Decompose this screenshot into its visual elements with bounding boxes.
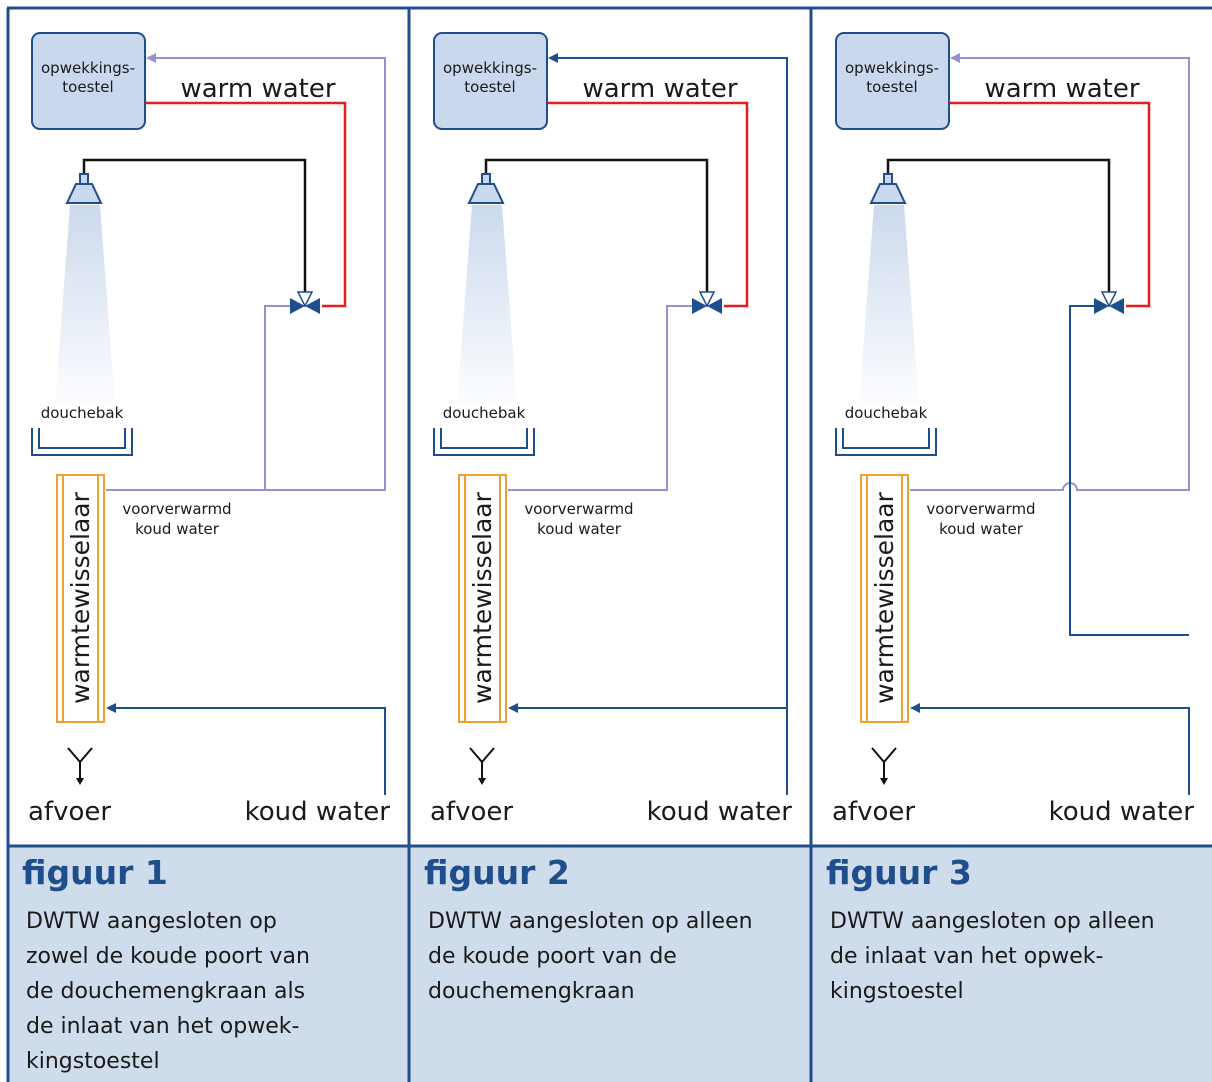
mixing-valve-icon [290,291,320,314]
shower-head-icon [65,173,103,204]
shower-tray [835,428,937,456]
caption-line-2: de inlaat van het opwek- [830,944,1103,969]
shower-tray [433,428,535,456]
caption-line-4: de inlaat van het opwek- [26,1014,299,1039]
cold-water-pipe-generator [552,57,788,795]
heat-exchanger: warmtewisselaar [458,474,507,723]
arrow-icon [548,53,558,63]
drain-label: afvoer [430,797,513,827]
generator-box [31,32,146,130]
arrow-icon [106,703,116,713]
panel-3: opwekkings- toestel warm water douchebak… [826,32,1195,1004]
cold-water-label: koud water [647,797,793,827]
caption-line-3: kingstoestel [830,979,964,1004]
drain-icon [469,747,495,785]
mixed-water-pipe [886,158,1111,298]
arrow-icon [910,703,920,713]
generator-label-1: opwekkings- [41,59,135,77]
cold-water-valve-pipe [1069,305,1189,636]
generator-label-1: opwekkings- [845,59,939,77]
cold-water-pipe [110,707,386,795]
preheated-label-1: voorverwarmd [122,500,231,518]
cold-water-label: koud water [245,797,391,827]
generator-box [835,32,950,130]
preheated-label-2: koud water [135,520,220,538]
shower-tray-label: douchebak [41,404,124,422]
panel-1: opwekkings- toestel warm water douchebak… [22,32,391,1074]
mixed-water-pipe [484,158,709,298]
heat-exchanger-label: warmtewisselaar [66,491,95,704]
panel-2: opwekkings- toestel warm water douchebak… [424,32,793,1004]
figure-title: figuur 1 [22,853,168,892]
shower-tray [31,428,133,456]
figure-title: figuur 3 [826,853,972,892]
mixed-water-pipe [82,158,307,298]
warm-water-label: warm water [180,74,335,104]
caption-line-2: de koude poort van de [428,944,677,969]
caption-line-3: de douchemengkraan als [26,979,305,1004]
caption-line-1: DWTW aangesloten op alleen [428,909,753,934]
heat-exchanger: warmtewisselaar [56,474,105,723]
warm-water-pipe [548,101,749,308]
warm-water-label: warm water [582,74,737,104]
preheated-label-1: voorverwarmd [926,500,1035,518]
heat-exchanger: warmtewisselaar [860,474,909,723]
caption-line-5: kingstoestel [26,1049,160,1074]
preheated-branch-pipe [264,305,290,490]
drain-label: afvoer [832,797,915,827]
mixing-valve-icon [692,291,722,314]
preheated-water-pipe [106,57,386,491]
preheated-label-2: koud water [537,520,622,538]
caption-line-3: douchemengkraan [428,979,635,1004]
generator-label-2: toestel [866,78,917,96]
generator-label-2: toestel [62,78,113,96]
shower-head-icon [869,173,907,204]
caption-line-2: zowel de koude poort van [26,944,310,969]
shower-tray-label: douchebak [443,404,526,422]
drain-label: afvoer [28,797,111,827]
preheated-water-pipe [508,305,692,491]
caption-band [7,846,1212,1082]
preheated-label-2: koud water [939,520,1024,538]
arrow-icon [508,703,518,713]
shower-head-icon [467,173,505,204]
panel-frame [6,6,1212,1082]
generator-box [433,32,548,130]
arrow-icon [146,53,156,63]
shower-tray-label: douchebak [845,404,928,422]
figure-title: figuur 2 [424,853,570,892]
drain-icon [871,747,897,785]
shower-spray [457,205,517,405]
drain-icon [67,747,93,785]
mixing-valve-icon [1094,291,1124,314]
cold-water-label: koud water [1049,797,1195,827]
generator-label-2: toestel [464,78,515,96]
generator-label-1: opwekkings- [443,59,537,77]
warm-water-pipe [146,101,347,308]
preheated-label-1: voorverwarmd [524,500,633,518]
heat-exchanger-label: warmtewisselaar [870,491,899,704]
cold-water-pipe [914,707,1190,795]
preheated-water-pipe [910,57,1190,491]
warm-water-pipe [950,101,1151,308]
arrow-icon [950,53,960,63]
heat-exchanger-label: warmtewisselaar [468,491,497,704]
shower-spray [859,205,919,405]
warm-water-label: warm water [984,74,1139,104]
caption-line-1: DWTW aangesloten op alleen [830,909,1155,934]
shower-spray [55,205,115,405]
caption-line-1: DWTW aangesloten op [26,909,277,934]
